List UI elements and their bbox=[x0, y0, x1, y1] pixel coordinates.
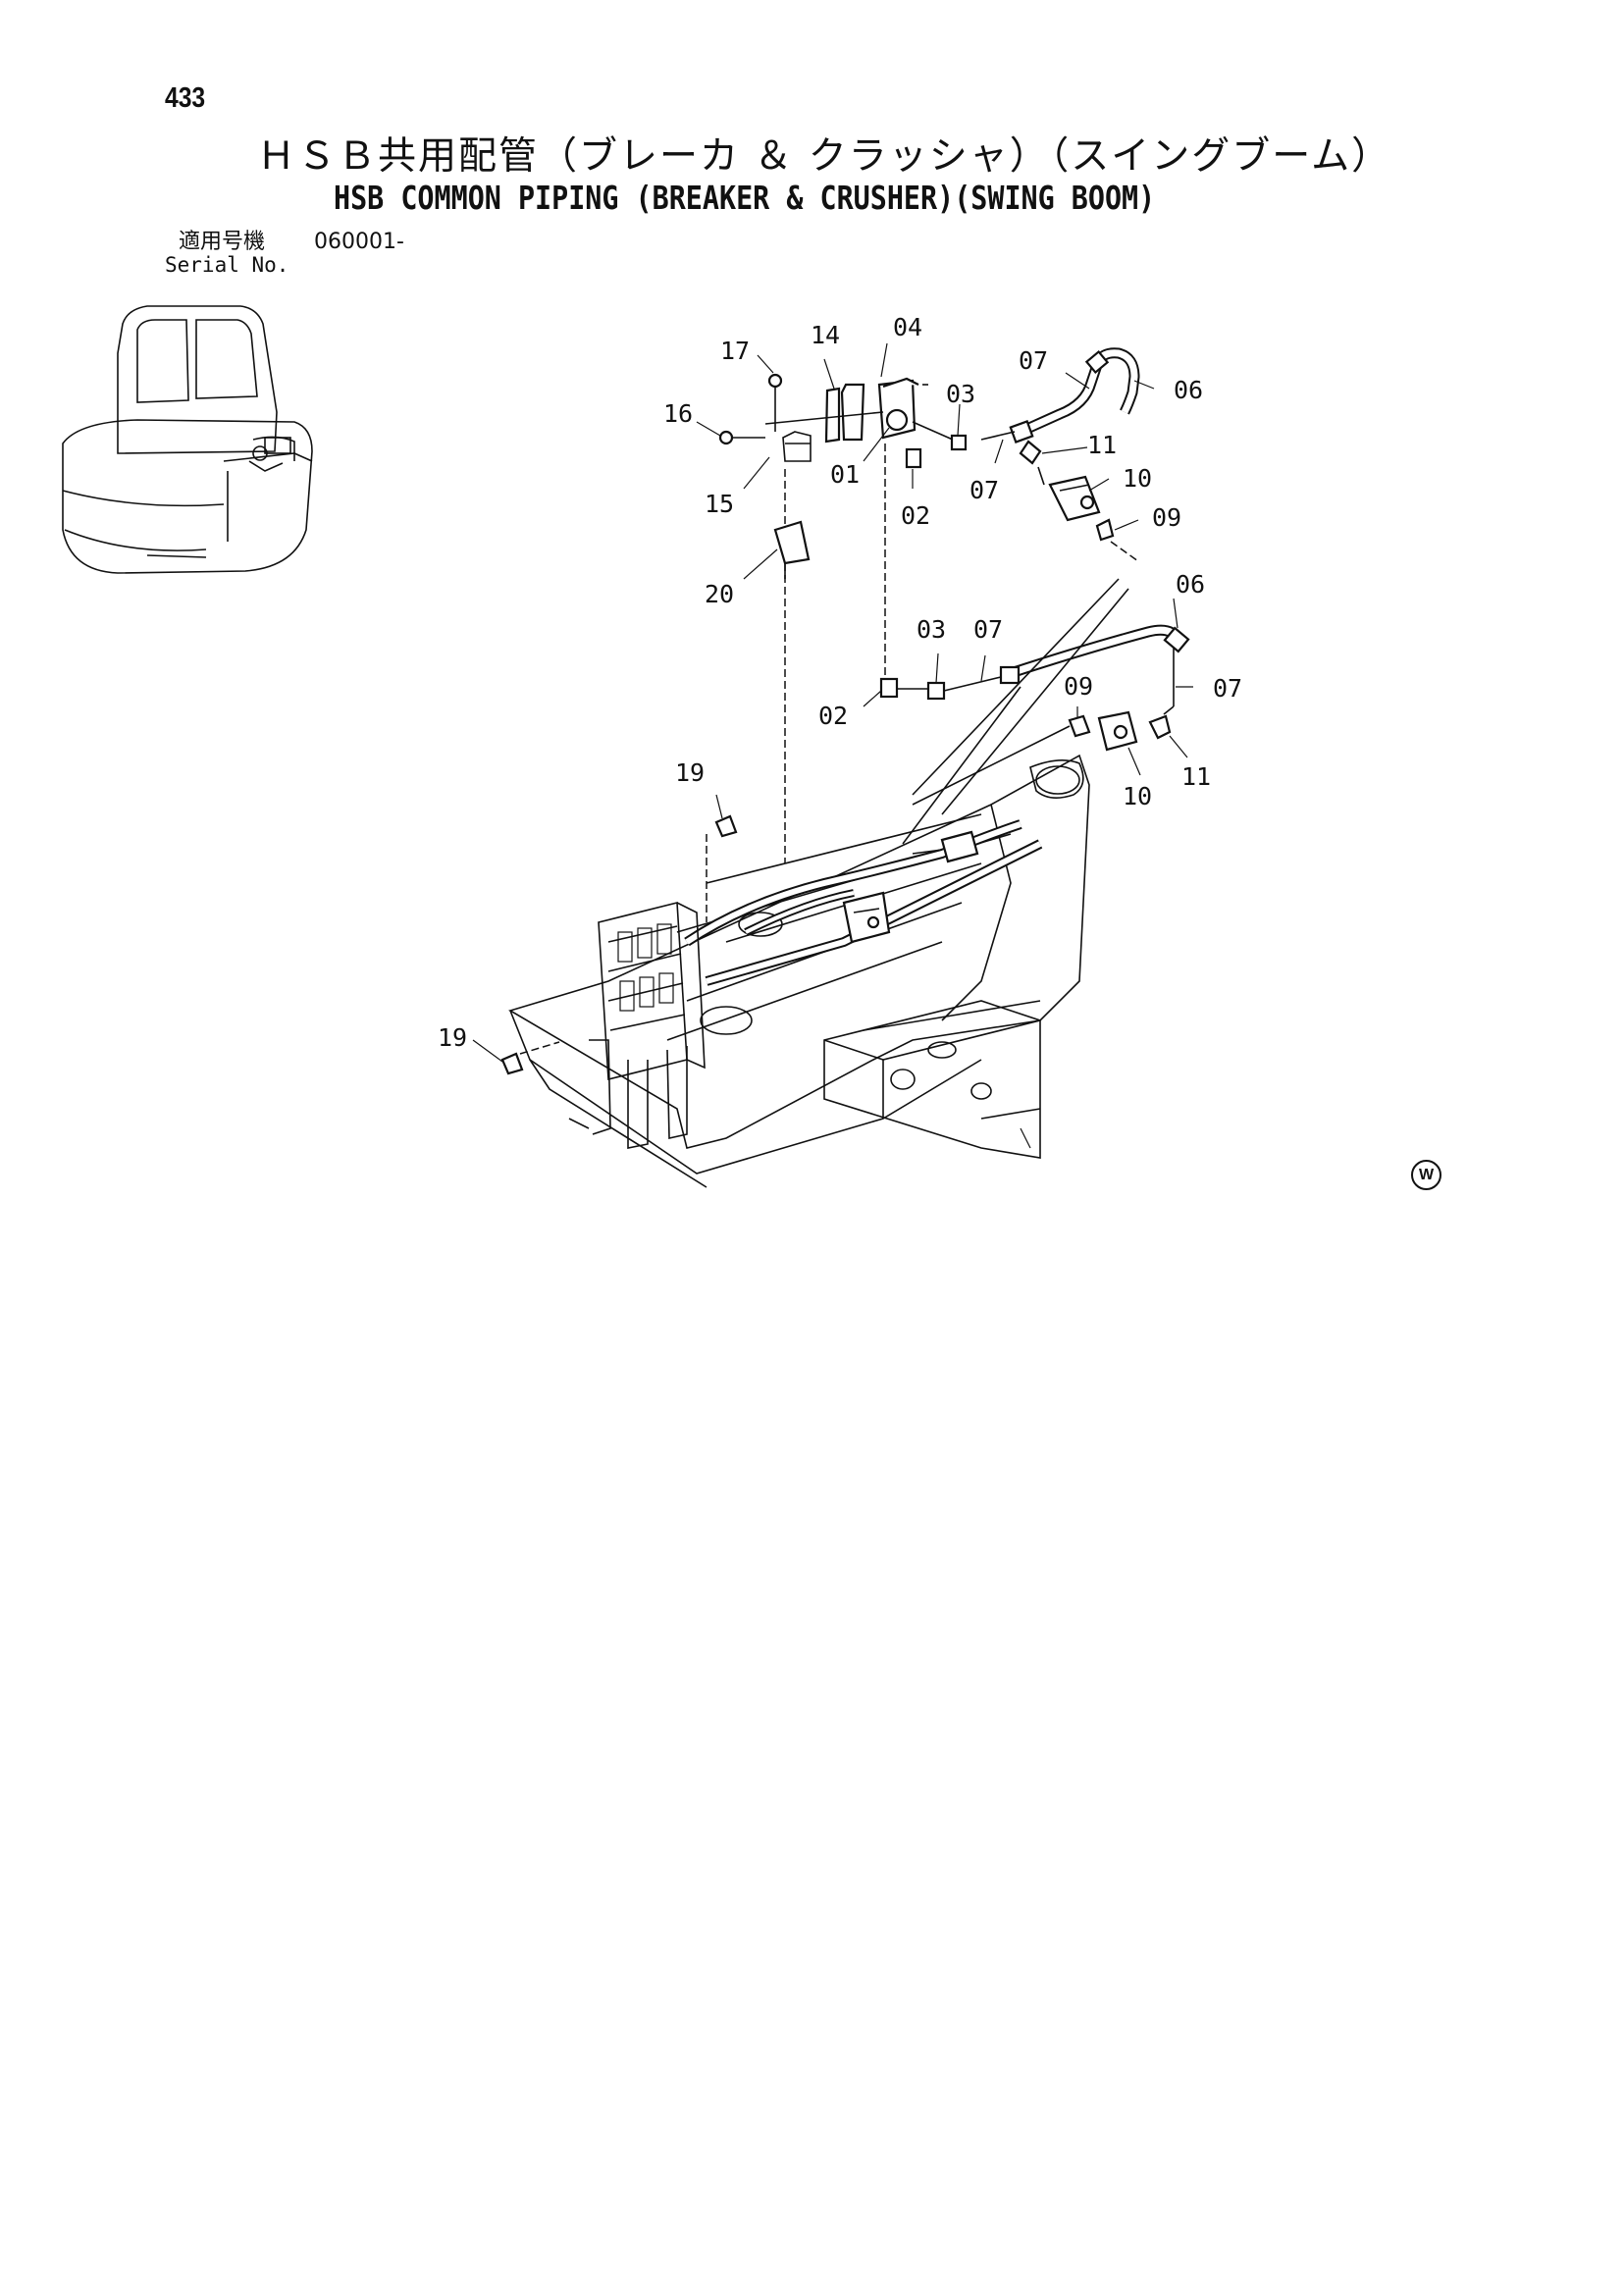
callout-02-top: 02 bbox=[901, 501, 930, 530]
excavator-thumbnail bbox=[62, 305, 313, 574]
callout-04: 04 bbox=[893, 313, 922, 341]
callout-11-mid: 11 bbox=[1181, 762, 1211, 791]
callout-labels: 17 14 04 07 06 16 03 11 01 07 10 15 02 0… bbox=[438, 313, 1242, 1052]
serial-label-japanese: 適用号機 bbox=[179, 230, 266, 254]
boom-hoses bbox=[684, 819, 1043, 986]
callout-10-mid: 10 bbox=[1123, 782, 1152, 810]
callout-09-mid: 09 bbox=[1064, 672, 1093, 701]
callout-01: 01 bbox=[830, 460, 860, 489]
serial-label-english: Serial No. bbox=[165, 253, 289, 277]
callout-15: 15 bbox=[705, 490, 734, 518]
serial-value: 060001- bbox=[314, 230, 404, 254]
page-number: 433 bbox=[165, 82, 206, 114]
callout-10-top: 10 bbox=[1123, 464, 1152, 493]
callout-07-top: 07 bbox=[1019, 346, 1048, 375]
callout-07-right: 07 bbox=[1213, 674, 1242, 703]
callout-02-mid: 02 bbox=[818, 702, 848, 730]
callout-06-top: 06 bbox=[1174, 376, 1203, 404]
page-title-english: HSB COMMON PIPING (BREAKER & CRUSHER)(SW… bbox=[334, 179, 1156, 217]
leader-lines bbox=[472, 342, 1193, 1063]
watermark-symbol: W bbox=[1411, 1160, 1441, 1190]
callout-06-mid: 06 bbox=[1176, 570, 1205, 599]
callout-07-lower: 07 bbox=[973, 615, 1003, 644]
hose-middle bbox=[879, 578, 1190, 845]
callout-14: 14 bbox=[811, 321, 840, 349]
elbow-fittings-19 bbox=[500, 814, 738, 1075]
hose-upper bbox=[980, 347, 1140, 562]
valve-assembly-upper bbox=[718, 373, 968, 863]
callout-03-mid: 03 bbox=[917, 615, 946, 644]
callout-17: 17 bbox=[720, 337, 750, 365]
callout-03-top: 03 bbox=[946, 380, 975, 408]
callout-09-top: 09 bbox=[1152, 503, 1181, 532]
callout-16: 16 bbox=[663, 399, 693, 428]
page-title-japanese: ＨＳＢ共用配管（ブレーカ ＆ クラッシャ）（スイングブーム） bbox=[257, 134, 1392, 179]
callout-19-upper: 19 bbox=[675, 758, 705, 787]
callout-07-mid: 07 bbox=[969, 476, 999, 504]
control-valve bbox=[589, 901, 706, 1149]
callout-20: 20 bbox=[705, 580, 734, 608]
lower-frame bbox=[509, 1000, 1041, 1188]
callout-11-top: 11 bbox=[1087, 431, 1117, 459]
callout-19-lower: 19 bbox=[438, 1023, 467, 1052]
